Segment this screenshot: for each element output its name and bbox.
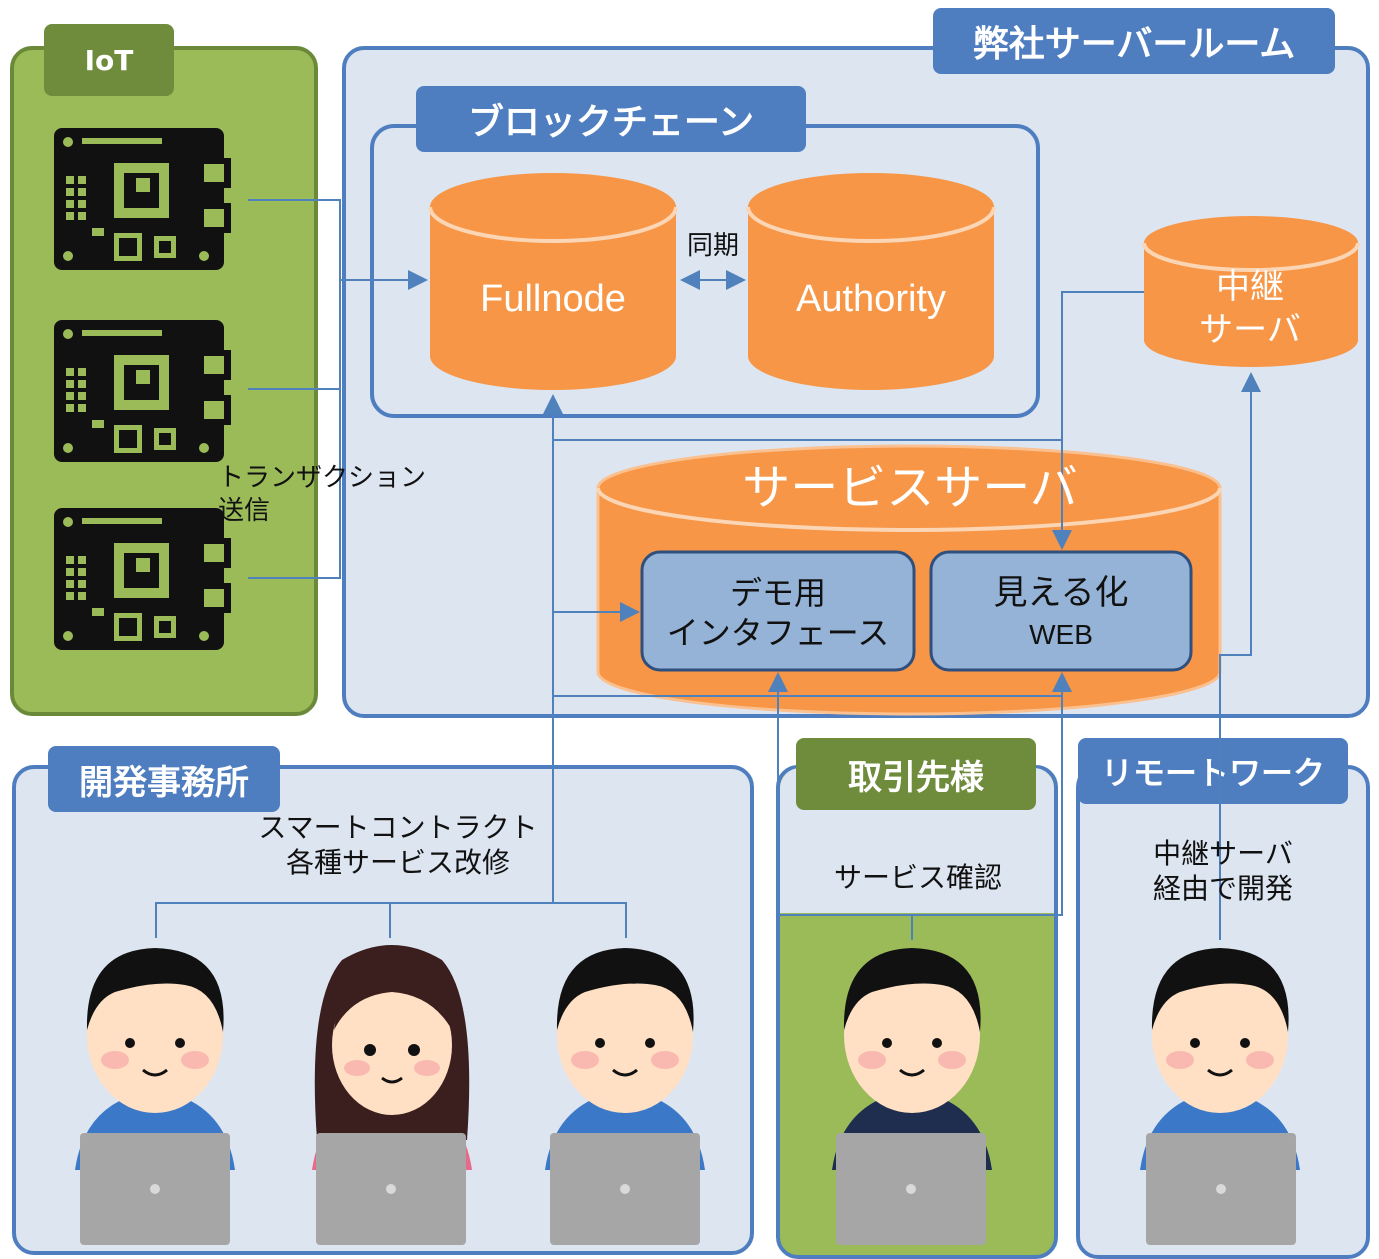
laptop-icon [836, 1133, 986, 1245]
raspberry-pi-board-icon [54, 320, 231, 462]
sync-label: 同期 [686, 231, 739, 261]
raspberry-pi-board-icon [54, 508, 231, 650]
developer-person-icon [312, 945, 472, 1170]
raspberry-pi-board-icon [54, 128, 231, 270]
iot-tab: IoT [44, 24, 174, 96]
fullnode-label: Fullnode [480, 278, 626, 320]
dev-office-tab: 開発事務所 [48, 746, 280, 812]
viz-web-label-line2: WEB [1029, 619, 1093, 650]
remote-to-relay-arrow [1219, 372, 1261, 940]
laptop-icon [316, 1133, 466, 1245]
partner-to-demo-arrow [768, 672, 913, 940]
viz-web-box [929, 550, 1193, 672]
viz-web-label-line1: 見える化 [993, 573, 1129, 613]
service-check-label: サービス確認 [833, 861, 1002, 894]
laptop-icon [80, 1133, 230, 1245]
server-room-tab: 弊社サーバールーム [933, 8, 1335, 74]
partner-tab: 取引先様 [796, 738, 1036, 810]
tx-send-label: トランザクション 送信 [218, 463, 427, 526]
laptop-icon [550, 1133, 700, 1245]
via-relay-label: 中継サーバ 経由で開発 [1152, 837, 1293, 905]
remote-tab: リモートワーク [1078, 738, 1348, 804]
smart-contract-label: スマートコントラクト 各種サービス改修 [258, 811, 538, 879]
authority-cylinder [746, 173, 996, 390]
relay-server-cylinder [1142, 216, 1360, 367]
blockchain-tab: ブロックチェーン [416, 86, 806, 152]
relay-server-label: 中継 サーバ [1199, 267, 1301, 350]
laptop-icon [1146, 1133, 1296, 1245]
relay-to-viz-line [1061, 291, 1144, 440]
service-server-label: サービスサーバ [742, 460, 1078, 516]
partner-to-viz-arrow [912, 672, 1072, 916]
demo-ui-label: デモ用 インタフェース [666, 574, 890, 652]
demo-ui-box [640, 550, 916, 672]
fullnode-cylinder [428, 173, 678, 390]
authority-label: Authority [796, 278, 946, 320]
